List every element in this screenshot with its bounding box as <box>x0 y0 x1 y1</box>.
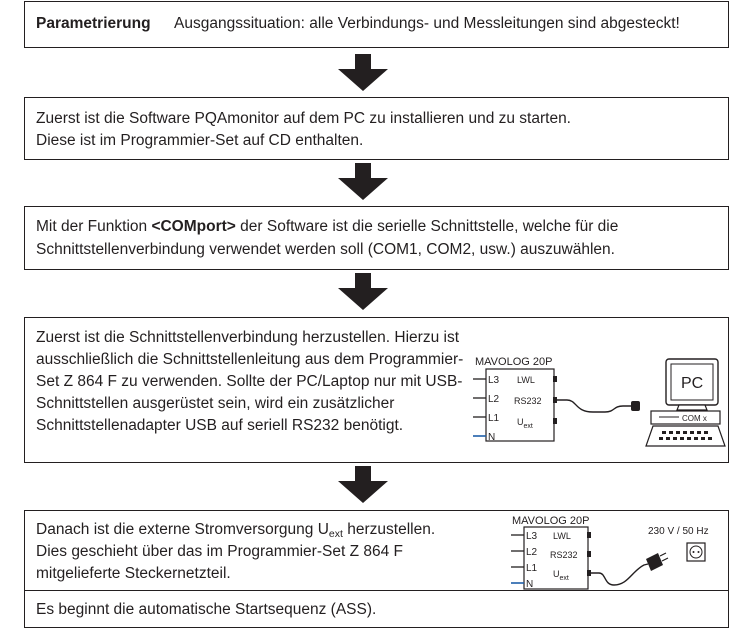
pc-stand <box>676 404 708 411</box>
terminal-label: L1 <box>488 413 500 424</box>
step-text-line: Schnittstellenverbindung verwendet werde… <box>36 241 615 258</box>
step-text-line: Set Z 864 F zu verwenden. Sollte der PC/… <box>36 373 463 390</box>
uext-sub: ext <box>560 575 569 582</box>
step-text-line: Mit der Funktion <COMport> der Software … <box>36 216 618 238</box>
terminal-label: N <box>526 579 533 590</box>
uext-subscript: ext <box>328 528 343 540</box>
down-arrow-icon <box>338 273 388 310</box>
uext-sub: ext <box>524 423 533 430</box>
step-box-power-supply: Danach ist die externe Stromversorgung U… <box>24 510 729 628</box>
terminal-label: L2 <box>526 547 538 558</box>
port-rs232 <box>553 397 557 403</box>
device-body <box>523 526 589 590</box>
step-text-line: Zuerst ist die Software PQAmonitor auf d… <box>36 110 571 127</box>
terminal-label: L2 <box>488 394 500 405</box>
device-body <box>485 368 555 442</box>
port-rs232 <box>587 551 591 557</box>
terminal-label: L1 <box>526 563 538 574</box>
pc-label: PC <box>681 375 703 392</box>
power-plug-icon <box>646 553 663 571</box>
pc-screen <box>670 363 714 401</box>
terminal-label: L3 <box>488 375 500 386</box>
step-text-line: Schnittstellen ausgerüstet sein, wird ei… <box>36 395 395 412</box>
serial-cable <box>557 399 633 413</box>
step-box-install-software: Zuerst ist die Software PQAmonitor auf d… <box>24 97 729 160</box>
step-text-line: mitgelieferte Steckernetzteil. <box>36 565 231 582</box>
step-text-line: Danach ist die externe Stromversorgung U… <box>36 519 435 546</box>
pc-case <box>650 410 721 425</box>
terminal-stubs <box>511 534 524 568</box>
uext-label: Uext <box>553 569 569 582</box>
terminal-stubs <box>473 378 486 418</box>
text-segment: Danach ist die externe Stromversorgung U <box>36 521 329 538</box>
step-title: Parametrierung <box>36 15 151 32</box>
step-box-comport: Mit der Funktion <COMport> der Software … <box>24 206 729 270</box>
port-uext <box>553 418 557 424</box>
connection-diagram: MAVOLOG 20P L3 L2 L1 N LWL RS232 Uext PC… <box>473 356 726 447</box>
step-text-line: Schnittstellenadapter USB auf seriell RS… <box>36 417 404 434</box>
step-divider <box>25 590 728 591</box>
down-arrow-icon <box>338 466 388 503</box>
port-uext <box>587 570 591 576</box>
text-segment: herzustellen. <box>342 521 436 538</box>
port-lwl <box>587 532 591 538</box>
step-text-line: Es beginnt die automatische Startsequenz… <box>36 601 377 618</box>
power-cable <box>591 563 649 586</box>
port-lwl <box>553 376 557 382</box>
port-label: LWL <box>553 531 571 541</box>
step-text-line: Dies geschieht über das im Programmier-S… <box>36 543 403 560</box>
uext-main: U <box>517 417 524 427</box>
down-arrow-icon <box>338 54 388 91</box>
terminal-label: L3 <box>526 531 538 542</box>
cable-plug <box>631 401 640 411</box>
device-name: MAVOLOG 20P <box>512 515 589 527</box>
device-name: MAVOLOG 20P <box>475 356 552 368</box>
uext-main: U <box>553 569 560 579</box>
supply-label: 230 V / 50 Hz <box>648 526 709 537</box>
step-text: Ausgangssituation: alle Verbindungs- und… <box>174 15 680 32</box>
down-arrow-icon <box>338 163 388 200</box>
port-label: RS232 <box>514 396 542 406</box>
keyboard-keys <box>659 431 712 440</box>
text-segment: Mit der Funktion <box>36 218 152 235</box>
terminal-label: N <box>488 432 495 443</box>
port-label: RS232 <box>550 550 578 560</box>
text-segment: der Software ist die serielle Schnittste… <box>235 218 619 235</box>
power-diagram: MAVOLOG 20P L3 L2 L1 N LWL RS232 Uext 23… <box>511 515 709 590</box>
com-port-label: COM x <box>682 414 707 423</box>
step-box-parametrierung: Parametrierung Ausgangssituation: alle V… <box>24 1 729 48</box>
step-text-line: ausschließlich die Schnittstellenleitung… <box>36 351 464 368</box>
pc-keyboard <box>645 425 726 447</box>
port-label: LWL <box>517 375 535 385</box>
step-text-line: Zuerst ist die Schnittstellenverbindung … <box>36 329 460 346</box>
comport-keyword: <COMport> <box>151 218 236 235</box>
uext-label: Uext <box>517 417 533 430</box>
step-box-interface-connection: Zuerst ist die Schnittstellenverbindung … <box>24 317 729 463</box>
step-text-line: Diese ist im Programmier-Set auf CD enth… <box>36 132 364 149</box>
